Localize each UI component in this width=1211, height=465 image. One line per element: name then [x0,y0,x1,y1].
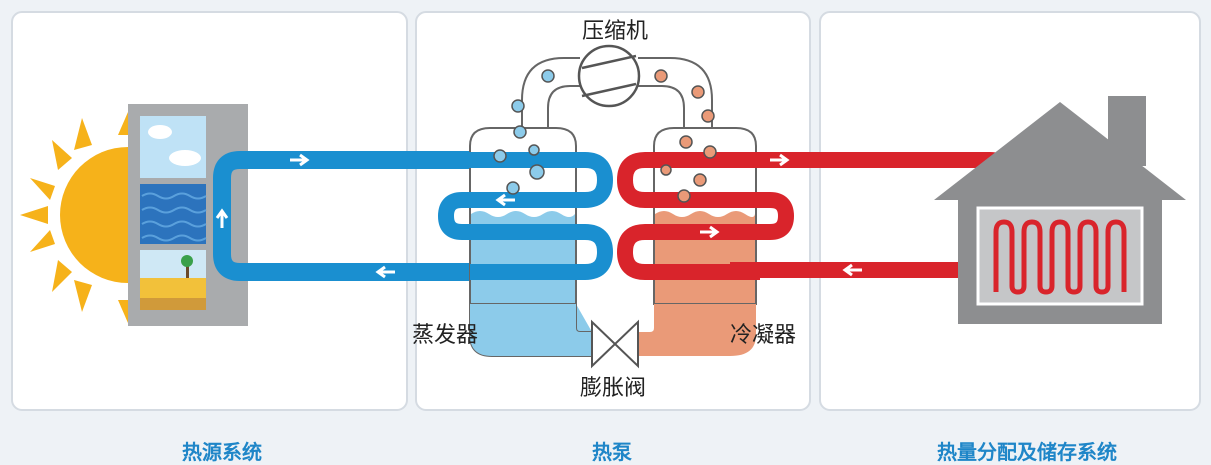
evaporator-label: 蒸发器 [412,323,478,348]
vapor-bubbles [493,69,555,195]
radiator-coil [993,219,1127,295]
hot-vapor-bubbles [654,69,717,203]
house-icon [934,96,1186,324]
expansion-valve-label: 膨胀阀 [580,376,646,401]
heat-source-caption: 热源系统 [182,440,262,464]
compressor-label: 压缩机 [582,19,648,44]
evaporator-coil-pipe [420,152,614,280]
expansion-valve-icon [591,319,639,369]
condenser-label: 冷凝器 [730,323,796,348]
environment-panel [128,104,248,326]
distribution-caption: 热量分配及储存系统 [937,440,1117,464]
compressor-icon [577,44,641,108]
condenser-coil-pipe [616,152,795,280]
heat-pump-caption: 热泵 [592,440,632,464]
flow-arrow-icon [215,153,395,279]
